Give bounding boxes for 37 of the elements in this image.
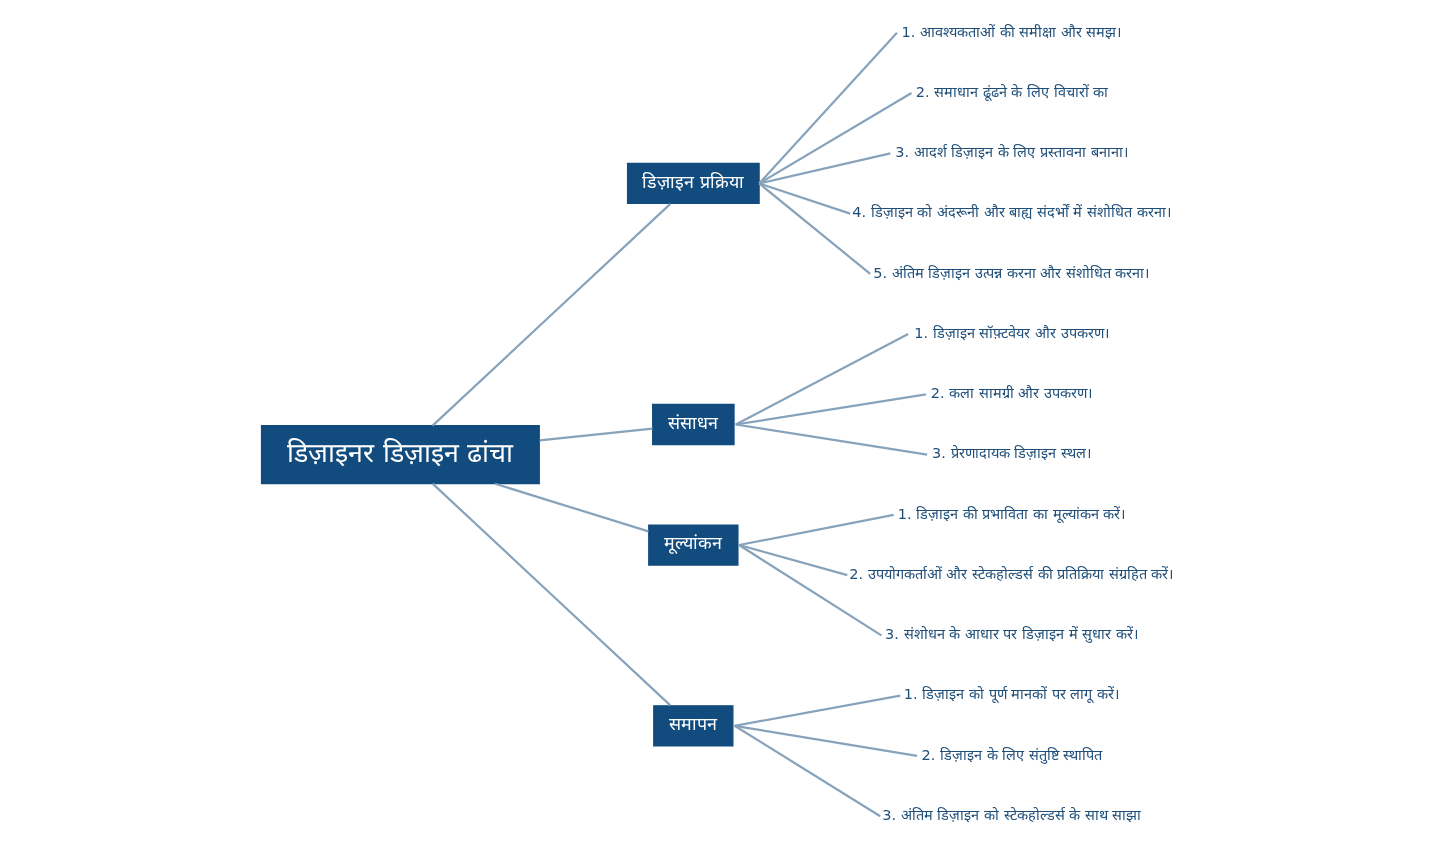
connector xyxy=(735,393,926,426)
connector xyxy=(539,427,653,442)
node-text: 2. कला सामग्री और उपकरण। xyxy=(930,385,1093,402)
connector xyxy=(735,423,927,456)
connector xyxy=(758,152,891,185)
node-text: 3. अंतिम डिज़ाइन को स्टेकहोल्डर्स के साथ साझा xyxy=(881,806,1141,823)
node-text: 5. अंतिम डिज़ाइन उत्पन्न करना और संशोधित करना। xyxy=(872,264,1150,281)
node-box: मूल्यांकन xyxy=(647,524,739,566)
node-text: 3. प्रेरणादायक डिज़ाइन स्थल। xyxy=(931,445,1092,462)
connector xyxy=(758,92,912,185)
connector xyxy=(431,482,671,707)
connector xyxy=(431,203,671,427)
connector xyxy=(738,544,882,637)
connector xyxy=(733,724,917,758)
node-box: संसाधन xyxy=(651,403,735,446)
connector xyxy=(738,543,848,577)
connector xyxy=(494,482,649,533)
node-text: 1. डिज़ाइन की प्रभाविता का मूल्यांकन करें। xyxy=(897,505,1126,522)
node-text: 2. उपयोगकर्ताओं और स्टेकहोल्डर्स की प्रतिक्रिया संग्रहित करें। xyxy=(848,565,1174,582)
node-text: 3. आदर्श डिज़ाइन के लिए प्रस्तावना बनाना। xyxy=(894,144,1129,161)
node-text: 1. आवश्यकताओं की समीक्षा और समझ। xyxy=(900,23,1122,40)
connector xyxy=(757,32,898,185)
connector xyxy=(733,694,901,727)
node-box: डिज़ाइनर डिज़ाइन ढांचा xyxy=(260,425,540,485)
connector xyxy=(733,724,881,818)
connector xyxy=(758,182,850,215)
node-text: 2. डिज़ाइन के लिए संतुष्टि स्थापित xyxy=(920,746,1102,763)
connector xyxy=(734,333,909,426)
node-text: 2. समाधान ढूंढने के लिए विचारों का xyxy=(915,83,1108,100)
node-text: 1. डिज़ाइन सॉफ़्टवेयर और उपकरण। xyxy=(913,324,1110,341)
connector xyxy=(738,513,894,547)
node-text: 3. संशोधन के आधार पर डिज़ाइन में सुधार करें। xyxy=(884,626,1139,643)
node-text: 1. डिज़ाइन को पूर्ण मानकों पर लागू करें। xyxy=(903,686,1120,703)
node-text: 4. डिज़ाइन को अंदरूनी और बाह्य संदर्भों में संशोधित करना। xyxy=(851,204,1172,221)
node-box: डिज़ाइन प्रक्रिया xyxy=(626,162,760,205)
connector xyxy=(757,182,871,275)
node-box: समापन xyxy=(652,705,733,747)
